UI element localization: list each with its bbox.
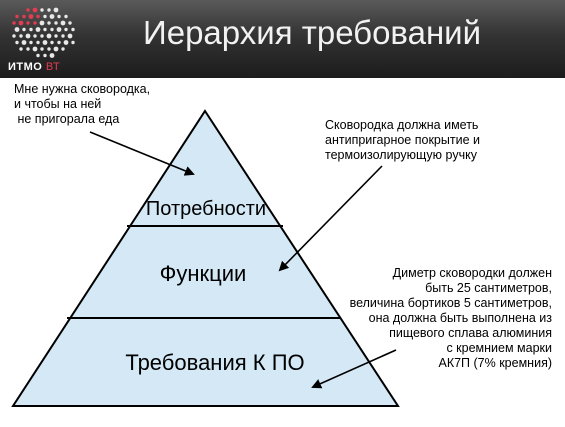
logo-dot [36, 40, 40, 45]
logo-dot [71, 40, 75, 45]
pyramid-shape [11, 109, 400, 407]
logo-dot [60, 20, 66, 26]
logo-dot [53, 7, 59, 13]
logo-dot [57, 14, 61, 19]
logo-dot [54, 34, 58, 38]
logo-dot [28, 14, 34, 19]
logo-dot [40, 47, 44, 51]
page-title: Иерархия требований [143, 14, 482, 51]
logo-dot [12, 34, 16, 38]
logo-dot [43, 27, 47, 32]
logo-dot [57, 40, 61, 45]
note-requirement: Диметр сковородки должен быть 25 сантиме… [349, 266, 552, 370]
logo-dot [32, 7, 38, 13]
logo-dot [53, 46, 59, 52]
logo-dot [43, 14, 47, 19]
logo-dot [54, 21, 58, 25]
logo-dot [71, 27, 75, 32]
logo-dot [64, 27, 68, 32]
logo-dot [61, 34, 65, 38]
logo-dot [47, 8, 51, 12]
level-requirements-label: Требования К ПО [125, 350, 305, 375]
arrow-need [89, 131, 195, 176]
logo-dot [26, 8, 30, 12]
logo-dot [63, 40, 69, 45]
logo-dot [36, 14, 40, 19]
logo-dot [19, 34, 23, 38]
logo-dot [25, 33, 31, 39]
logo-dot [26, 21, 30, 25]
logo-dot [26, 47, 30, 51]
logo-dots-icon [12, 7, 75, 58]
logo-dot [39, 20, 45, 26]
logo-dot [43, 53, 47, 58]
logo-dot [47, 47, 51, 51]
logo-dot [22, 14, 26, 19]
logo-name: ИТМО [8, 61, 43, 73]
logo-dot [40, 8, 44, 12]
logo-dot [67, 33, 73, 39]
note-function: Сковородка должна иметь антипригарное по… [325, 118, 480, 162]
logo-dot [50, 40, 54, 45]
logo-dot [22, 27, 26, 32]
logo-dot [68, 21, 72, 25]
logo-dot [15, 14, 19, 19]
logo-suffix: ВТ [45, 61, 61, 73]
logo-dot [12, 21, 16, 25]
logo-dot [29, 27, 33, 32]
itmo-logo [6, 4, 88, 74]
logo-dot [32, 46, 38, 52]
logo-dot [18, 20, 24, 26]
logo-dot [50, 27, 54, 32]
arrow-function [278, 165, 383, 272]
logo-dot [46, 33, 52, 39]
logo-dot [29, 40, 33, 45]
logo-dot [14, 27, 20, 32]
level-functions-label: Функции [159, 261, 247, 286]
logo-dot [21, 40, 27, 45]
logo-dot [40, 34, 44, 38]
logo-dot [15, 40, 19, 45]
logo-text: ИТМО ВТ [8, 61, 60, 73]
logo-dot [47, 21, 51, 25]
logo-dot [61, 47, 65, 51]
logo-dot [19, 47, 23, 51]
logo-dot [33, 21, 37, 25]
logo-dot [33, 34, 37, 38]
logo-dot [35, 27, 41, 32]
logo-dot [49, 14, 55, 19]
note-need: Мне нужна сковородка, и чтобы на ней не … [14, 82, 151, 126]
logo-dot [64, 14, 68, 19]
header-bar: ИТМО ВТ Иерархия требований [0, 0, 565, 78]
arrow-requirement [311, 349, 397, 389]
logo-dot [49, 53, 55, 58]
level-needs-label: Потребности [145, 198, 267, 220]
logo-dot [56, 27, 62, 32]
logo-dot [42, 40, 48, 45]
logo-dot [36, 53, 40, 58]
